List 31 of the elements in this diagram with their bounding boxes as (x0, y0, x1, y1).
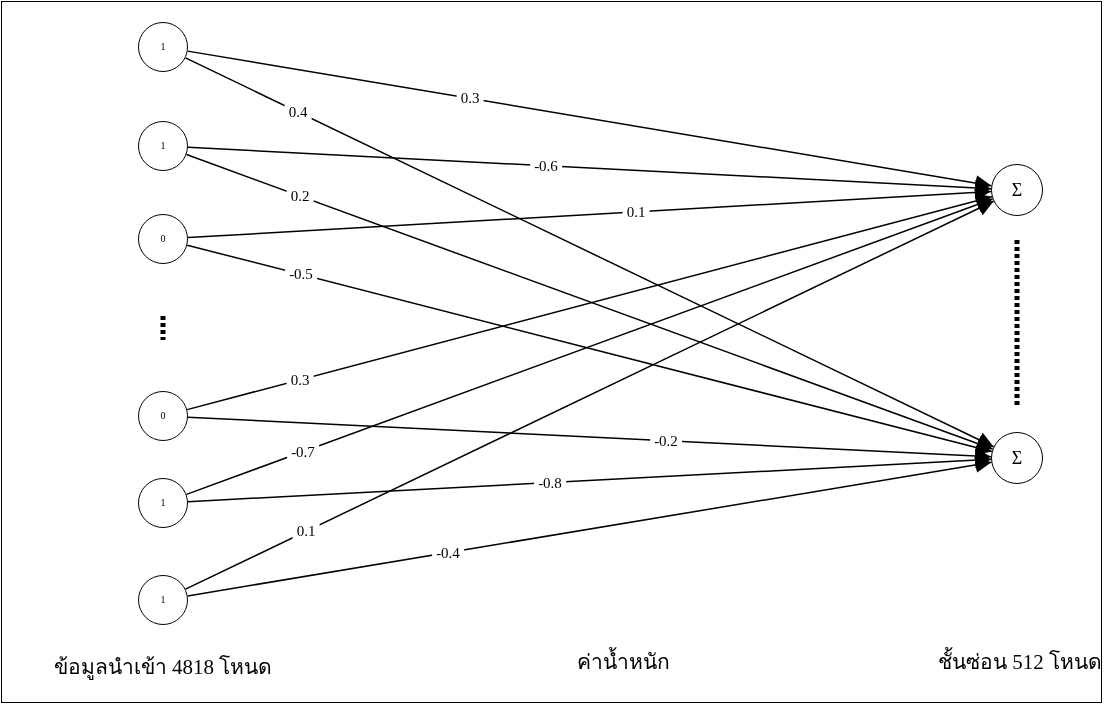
edge-label: -0.7 (287, 442, 319, 462)
node-value: 1 (160, 498, 166, 508)
node-value: Σ (1011, 449, 1023, 467)
arrow (187, 184, 992, 239)
neuron-circle (138, 391, 188, 441)
node-value: Σ (1011, 181, 1023, 199)
node-value: 0 (160, 234, 166, 244)
arrow (184, 57, 995, 448)
edge-label: 0.4 (284, 102, 312, 122)
arrow (186, 193, 993, 411)
arrow (184, 200, 995, 590)
arrow (186, 244, 993, 456)
neuron-circle (138, 214, 188, 264)
column-caption: ชั้นซ่อน 512 โหนด (938, 645, 1102, 678)
arrow (185, 153, 994, 452)
node-value: 1 (160, 42, 166, 52)
node-value: 1 (160, 595, 166, 605)
neuron-circle (138, 575, 188, 625)
edge-label: 0.1 (292, 521, 320, 541)
arrow (185, 196, 994, 496)
node-value: 0 (160, 411, 166, 421)
neuron-circle (138, 478, 188, 528)
column-caption: ข้อมูลนำเข้า 4818 โหนด (53, 654, 273, 682)
neuron-circle (138, 121, 188, 171)
neuron-circle (138, 22, 188, 72)
neuron-circle (991, 432, 1043, 484)
arrow (186, 50, 993, 191)
neuron-circle (991, 164, 1043, 216)
node-value: 1 (160, 141, 166, 151)
column-caption: ค่าน้ำหนัก (576, 645, 670, 678)
arrow (186, 457, 993, 597)
